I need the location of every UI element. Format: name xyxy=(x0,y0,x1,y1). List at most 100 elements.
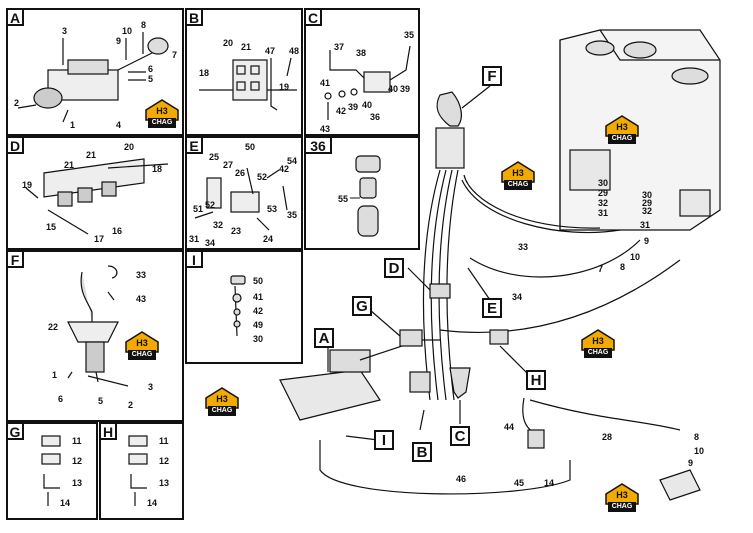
panel-b-tag: B xyxy=(185,8,203,26)
callout-a: A xyxy=(314,328,334,348)
label-a-6: 6 xyxy=(148,64,153,74)
label-b-21: 21 xyxy=(241,42,251,52)
watermark-logo: H3 CHAG xyxy=(580,328,616,360)
label-e-53: 53 xyxy=(267,204,277,214)
panel-c-tag: C xyxy=(304,8,322,26)
label-a-4: 4 xyxy=(116,120,121,130)
label-36-55: 55 xyxy=(338,194,348,204)
label-e-50: 50 xyxy=(245,142,255,152)
label-i-50: 50 xyxy=(253,276,263,286)
label-main-32b: 32 xyxy=(642,206,652,216)
watermark-logo: H3 CHAG xyxy=(204,386,240,418)
label-b-18: 18 xyxy=(199,68,209,78)
label-main-44: 44 xyxy=(504,422,514,432)
label-g-11: 11 xyxy=(72,436,82,446)
label-e-27: 27 xyxy=(223,160,233,170)
panel-e-drawing: 25 27 50 26 52 42 54 51 52 53 35 32 23 2… xyxy=(189,142,297,248)
callout-i: I xyxy=(374,430,394,450)
watermark-logo: H3 CHAG xyxy=(124,330,160,362)
label-f-43: 43 xyxy=(136,294,146,304)
label-main-29a: 29 xyxy=(598,188,608,198)
label-c-35: 35 xyxy=(404,30,414,40)
label-c-42: 42 xyxy=(336,106,346,116)
label-d-19: 19 xyxy=(22,180,32,190)
label-e-32: 32 xyxy=(213,220,223,230)
callout-d: D xyxy=(384,258,404,278)
label-f-5: 5 xyxy=(98,396,103,406)
label-e-52a: 52 xyxy=(257,172,267,182)
panel-d: D 20 21 21 18 19 15 17 16 xyxy=(6,136,184,250)
callout-e: E xyxy=(482,298,502,318)
label-b-19: 19 xyxy=(279,82,289,92)
panel-36-tag: 36 xyxy=(304,136,332,154)
label-main-32a: 32 xyxy=(598,198,608,208)
label-c-36: 36 xyxy=(370,112,380,122)
label-c-38: 38 xyxy=(356,48,366,58)
label-e-52b: 52 xyxy=(205,200,215,210)
label-b-20: 20 xyxy=(223,38,233,48)
label-f-6: 6 xyxy=(58,394,63,404)
panel-e: E 25 27 50 26 52 42 54 51 52 53 35 32 23… xyxy=(185,136,303,250)
label-main-9a: 9 xyxy=(644,236,649,246)
panel-c: C 37 38 35 41 42 39 40 40 39 36 43 xyxy=(304,8,420,136)
panel-a-tag: A xyxy=(6,8,24,26)
panel-i-tag: I xyxy=(185,250,203,268)
callout-f: F xyxy=(482,66,502,86)
callout-g: G xyxy=(352,296,372,316)
label-main-28: 28 xyxy=(602,432,612,442)
label-main-7: 7 xyxy=(598,264,603,274)
label-f-22: 22 xyxy=(48,322,58,332)
label-c-39b: 39 xyxy=(400,84,410,94)
label-c-43: 43 xyxy=(320,124,330,134)
callout-h: H xyxy=(526,370,546,390)
panel-i: I 50 41 42 49 30 xyxy=(185,250,303,364)
panel-g: G 11 12 13 14 xyxy=(6,422,98,520)
label-a-3: 3 xyxy=(62,26,67,36)
label-b-48: 48 xyxy=(289,46,299,56)
panel-h-drawing: 11 12 13 14 xyxy=(128,435,169,508)
label-d-18: 18 xyxy=(152,164,162,174)
label-g-12: 12 xyxy=(72,456,82,466)
watermark-logo: H3 CHAG xyxy=(500,160,536,192)
label-main-14: 14 xyxy=(544,478,554,488)
label-c-40b: 40 xyxy=(388,84,398,94)
panel-g-drawing: 11 12 13 14 xyxy=(41,435,82,508)
panel-a-drawing: 3 10 8 9 7 6 5 2 1 4 xyxy=(14,20,177,130)
panel-g-tag: G xyxy=(6,422,24,440)
label-main-8b: 8 xyxy=(694,432,699,442)
label-e-24: 24 xyxy=(263,234,273,244)
label-main-9b: 9 xyxy=(688,458,693,468)
panel-e-tag: E xyxy=(185,136,203,154)
label-e-54: 54 xyxy=(287,156,297,166)
label-b-47: 47 xyxy=(265,46,275,56)
label-main-29b: 29 xyxy=(642,198,652,208)
panel-a: A 3 10 8 9 7 6 5 2 1 4 xyxy=(6,8,184,136)
label-main-34: 34 xyxy=(512,292,522,302)
label-main-33: 33 xyxy=(518,242,528,252)
label-main-46: 46 xyxy=(456,474,466,484)
panel-b-drawing: 20 21 47 48 18 19 xyxy=(199,38,299,111)
callout-c: C xyxy=(450,426,470,446)
label-i-42: 42 xyxy=(253,306,263,316)
label-g-14: 14 xyxy=(60,498,70,508)
panel-f: F 33 43 22 1 3 6 5 2 xyxy=(6,250,184,422)
label-e-51: 51 xyxy=(193,204,203,214)
label-main-45: 45 xyxy=(514,478,524,488)
label-h-13: 13 xyxy=(159,478,169,488)
label-a-9: 9 xyxy=(116,36,121,46)
label-i-49: 49 xyxy=(253,320,263,330)
panel-f-tag: F xyxy=(6,250,24,268)
label-e-26: 26 xyxy=(235,168,245,178)
label-a-8: 8 xyxy=(141,20,146,30)
label-e-35: 35 xyxy=(287,210,297,220)
label-d-16: 16 xyxy=(112,226,122,236)
panel-h-tag: H xyxy=(99,422,117,440)
label-main-31a: 31 xyxy=(598,208,608,218)
label-g-13: 13 xyxy=(72,478,82,488)
label-d-15: 15 xyxy=(46,222,56,232)
panel-f-drawing: 33 43 22 1 3 6 5 2 xyxy=(48,265,153,410)
label-a-10: 10 xyxy=(122,26,132,36)
label-main-30b: 30 xyxy=(642,190,652,200)
